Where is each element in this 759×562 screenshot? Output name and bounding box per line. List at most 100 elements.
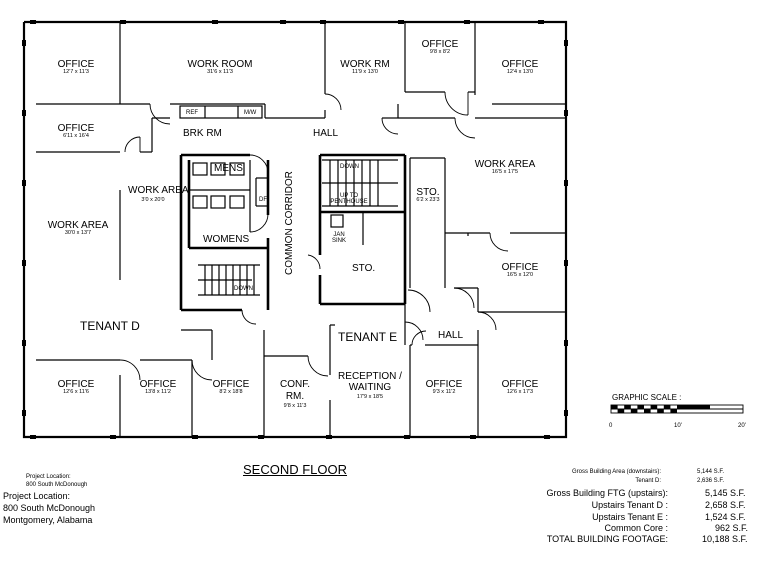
scale-tick-10: 10'	[674, 423, 682, 429]
room-common-corridor: COMMON CORRIDOR	[284, 171, 295, 275]
room-sto-n: STO. 6'2 x 23'3	[412, 188, 444, 204]
room-name: OFFICE	[501, 59, 539, 70]
room-dimensions: 6'11 x 16'4	[63, 133, 89, 139]
room-office-nw: OFFICE 12'7 x 11'3	[40, 60, 112, 76]
room-name: CONF.	[280, 379, 310, 390]
room-name: OFFICE	[57, 123, 95, 134]
room-dimensions: 12'6 x 11'6	[63, 389, 89, 395]
room-dimensions: 12'6 x 17'3	[506, 389, 534, 395]
room-dimensions: 13'8 x 11'2	[145, 389, 171, 395]
door-swings	[119, 91, 509, 381]
room-dimensions: 31'6 x 11'3	[207, 69, 233, 75]
room-office-ne: OFFICE 12'4 x 13'0	[485, 60, 555, 76]
room-work-area-w: WORK AREA 30'0 x 13'7	[36, 221, 120, 237]
scale-tick-0: 0	[609, 423, 613, 429]
tenant-d-label: TENANT D	[80, 319, 140, 333]
area-value: 10,188 S.F.	[702, 534, 748, 544]
area-label: Upstairs Tenant E :	[592, 512, 668, 522]
area-small-value: 2,636 S.F.	[697, 478, 725, 484]
area-label: TOTAL BUILDING FOOTAGE:	[546, 534, 668, 544]
room-sto-c: STO.	[352, 263, 376, 274]
area-label: Gross Building FTG (upstairs):	[546, 488, 668, 498]
ref-label: REF	[186, 110, 198, 116]
room-name: WORK AREA	[128, 185, 189, 196]
area-small-value: 5,144 S.F.	[697, 469, 725, 475]
room-brk-rm: BRK RM	[183, 128, 222, 139]
room-dimensions: 3'0 x 20'0	[141, 197, 165, 203]
tenant-e-label: TENANT E	[338, 330, 398, 344]
room-hall-e: HALL	[438, 330, 464, 341]
room-dimensions: 9'8 x 11'3	[283, 403, 307, 409]
room-name: OFFICE	[501, 262, 539, 273]
stair-n-up: UP TO PENTHOUSE	[330, 193, 368, 205]
area-value: 2,658 S.F.	[705, 500, 746, 510]
room-dimensions: 16'5 x 17'5	[491, 169, 519, 175]
room-womens: WOMENS	[203, 234, 250, 245]
room-work-area-ne: WORK AREA 16'5 x 17'5	[465, 160, 545, 176]
area-label: Common Core :	[604, 523, 668, 533]
location-line-3: Montgomery, Alabama	[3, 515, 93, 525]
room-work-area-c: WORK AREA 3'0 x 20'0	[128, 185, 189, 204]
room-dimensions: 12'7 x 11'3	[63, 69, 89, 75]
room-dimensions: 17'9 x 18'5	[356, 394, 384, 400]
room-office-s1: OFFICE 12'6 x 11'6	[40, 380, 112, 396]
stair-n-down: DOWN	[340, 164, 359, 170]
room-dimensions: 11'9 x 13'0	[352, 69, 378, 75]
area-small-label: Gross Building Area (downstairs):	[571, 469, 661, 475]
room-name: OFFICE	[57, 59, 95, 70]
df-label: DF	[259, 197, 267, 203]
area-small-label: Tenant D:	[635, 478, 661, 484]
graphic-scale-title: GRAPHIC SCALE :	[612, 393, 682, 402]
room-office-s4: OFFICE 9'3 x 11'2	[412, 380, 476, 396]
room-work-rm: WORK RM 11'9 x 13'0	[330, 60, 400, 76]
room-name: WORK ROOM	[187, 59, 253, 70]
room-office-s3: OFFICE 8'2 x 18'8	[200, 380, 262, 396]
room-jan-sink: JAN SINK	[331, 232, 346, 244]
scale-fills	[611, 405, 710, 413]
room-name: WORK AREA	[47, 220, 109, 231]
room-mens: MENS	[214, 163, 243, 174]
room-dimensions: 12'4 x 13'0	[506, 69, 534, 75]
room-name: OFFICE	[139, 379, 177, 390]
location-line-1: Project Location:	[3, 491, 71, 501]
stair-s-down: DOWN	[234, 286, 253, 292]
area-label: Upstairs Tenant D :	[591, 500, 668, 510]
room-dimensions: 6'2 x 23'3	[416, 197, 440, 203]
location-line-2: 800 South McDonough	[3, 503, 96, 513]
room-office-w2: OFFICE 6'11 x 16'4	[40, 124, 112, 140]
location-small-1: Project Location:	[26, 474, 71, 480]
area-value: 962 S.F.	[715, 523, 749, 533]
room-office-s5: OFFICE 12'6 x 17'3	[485, 380, 555, 396]
room-name: OFFICE	[57, 379, 95, 390]
room-dimensions: 30'0 x 13'7	[64, 230, 92, 236]
room-office-e: OFFICE 16'5 x 12'0	[485, 263, 555, 279]
room-name: OFFICE	[425, 379, 463, 390]
room-name-line2: WAITING	[348, 382, 392, 393]
room-name: WORK RM	[340, 59, 390, 70]
room-name: RECEPTION /	[338, 371, 402, 382]
room-conf-rm: CONF. RM. 9'8 x 11'3	[268, 380, 322, 410]
core-walls	[179, 153, 407, 312]
area-value: 1,524 S.F.	[705, 512, 746, 522]
room-work-room: WORK ROOM 31'6 x 11'3	[170, 60, 270, 76]
room-name: OFFICE	[501, 379, 539, 390]
mw-label: M/W	[244, 110, 257, 116]
room-name: STO.	[416, 187, 440, 198]
room-dimensions: 9'8 x 8'2	[429, 49, 451, 55]
room-dimensions: 9'3 x 11'2	[432, 389, 456, 395]
room-office-s2: OFFICE 13'8 x 11'2	[126, 380, 190, 396]
floor-title: SECOND FLOOR	[243, 462, 348, 477]
scale-tick-20: 20'	[738, 423, 746, 429]
room-name: OFFICE	[421, 39, 459, 50]
room-dimensions: 8'2 x 18'8	[219, 389, 243, 395]
exterior-walls	[22, 20, 568, 439]
area-value: 5,145 S.F.	[705, 488, 746, 498]
location-small-2: 800 South McDonough	[26, 482, 88, 488]
room-dimensions: 16'5 x 12'0	[506, 272, 534, 278]
room-office-n-small: OFFICE 9'8 x 8'2	[408, 40, 472, 56]
room-name-line2: RM.	[285, 391, 305, 402]
window-marks	[22, 20, 568, 439]
room-reception: RECEPTION / WAITING 17'9 x 18'5	[332, 372, 408, 401]
